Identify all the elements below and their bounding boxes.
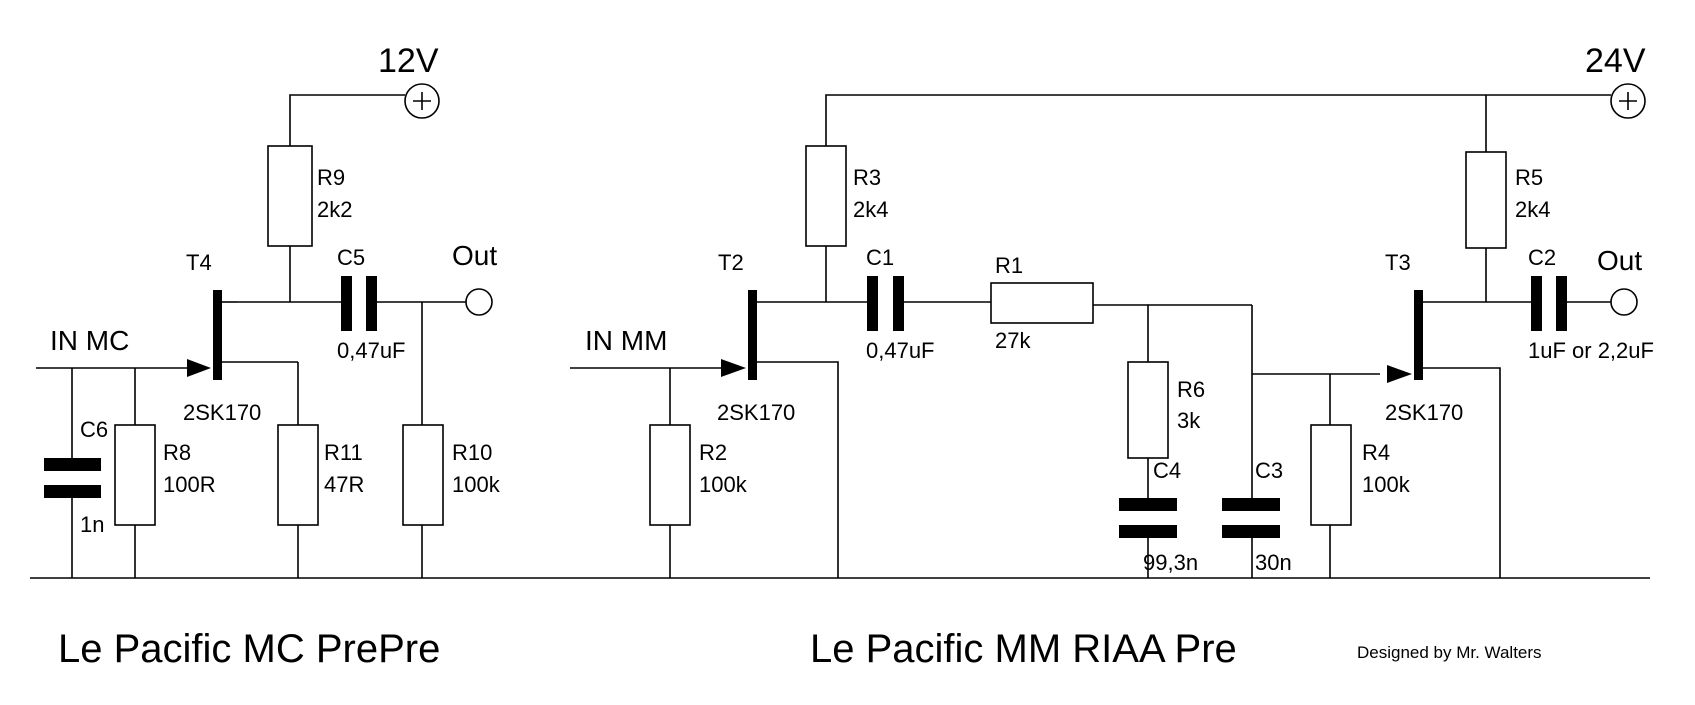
r5-value: 2k4 xyxy=(1515,197,1550,222)
mc-output-label: Out xyxy=(452,240,497,271)
r2-value: 100k xyxy=(699,472,748,497)
r11-value: 47R xyxy=(324,472,364,497)
r3-value: 2k4 xyxy=(853,197,888,222)
c1-ref: C1 xyxy=(866,245,894,270)
t2-transistor xyxy=(570,290,839,578)
mc-input-label: IN MC xyxy=(50,325,129,356)
r2-ref: R2 xyxy=(699,440,727,465)
mm-title: Le Pacific MM RIAA Pre xyxy=(810,627,1237,671)
r10-value: 100k xyxy=(452,472,501,497)
c2-capacitor xyxy=(1531,276,1567,331)
c6-value: 1n xyxy=(80,512,104,537)
mm-supply-wire xyxy=(825,94,1611,146)
r9-resistor xyxy=(267,145,313,247)
t3-transistor xyxy=(1387,290,1501,578)
r2-resistor xyxy=(649,424,691,526)
c1-value: 0,47uF xyxy=(866,338,935,363)
designer-credit: Designed by Mr. Walters xyxy=(1357,643,1542,662)
r6-value: 3k xyxy=(1177,408,1201,433)
r4-resistor xyxy=(1310,424,1352,526)
mc-title: Le Pacific MC PrePre xyxy=(58,627,440,671)
mc-supply-wire xyxy=(289,94,405,146)
r10-ref: R10 xyxy=(452,440,492,465)
r6-ref: R6 xyxy=(1177,377,1205,402)
t4-transistor xyxy=(36,290,298,380)
c2-ref: C2 xyxy=(1528,245,1556,270)
mm-supply-label: 24V xyxy=(1585,42,1646,80)
r3-resistor xyxy=(805,145,847,247)
c3-ref: C3 xyxy=(1255,458,1283,483)
r11-ref: R11 xyxy=(324,440,363,465)
r4-value: 100k xyxy=(1362,472,1411,497)
c6-capacitor xyxy=(44,458,101,498)
t2-part: 2SK170 xyxy=(717,400,795,425)
c6-ref: C6 xyxy=(80,417,108,442)
r4-ref: R4 xyxy=(1362,440,1390,465)
mc-supply-terminal xyxy=(404,83,440,119)
c5-ref: C5 xyxy=(337,245,365,270)
c4-value: 99,3n xyxy=(1143,550,1198,575)
r8-resistor xyxy=(114,424,156,526)
c1-capacitor xyxy=(867,276,904,331)
r8-value: 100R xyxy=(163,472,216,497)
r9-ref: R9 xyxy=(317,165,345,190)
mm-output-label: Out xyxy=(1597,245,1642,276)
c3-capacitor xyxy=(1222,498,1280,538)
t2-ref: T2 xyxy=(718,250,744,275)
r9-value: 2k2 xyxy=(317,197,352,222)
c2-value: 1uF or 2,2uF xyxy=(1528,338,1654,363)
t4-part: 2SK170 xyxy=(183,400,261,425)
c3-value: 30n xyxy=(1255,550,1292,575)
mm-input-label: IN MM xyxy=(585,325,667,356)
r1-ref: R1 xyxy=(995,253,1023,278)
r1-value: 27k xyxy=(995,328,1031,353)
mc-supply-label: 12V xyxy=(378,42,439,80)
r5-ref: R5 xyxy=(1515,165,1543,190)
r1-resistor xyxy=(990,282,1094,324)
t3-part: 2SK170 xyxy=(1385,400,1463,425)
mc-output-terminal xyxy=(465,288,493,316)
t3-ref: T3 xyxy=(1385,250,1411,275)
c4-ref: C4 xyxy=(1153,458,1181,483)
r10-resistor xyxy=(402,424,444,526)
r6-resistor xyxy=(1127,361,1169,459)
r11-resistor xyxy=(277,424,319,526)
c4-capacitor xyxy=(1119,498,1177,538)
t4-ref: T4 xyxy=(186,250,212,275)
c5-value: 0,47uF xyxy=(337,338,406,363)
c5-capacitor xyxy=(341,276,377,331)
r3-ref: R3 xyxy=(853,165,881,190)
mm-output-terminal xyxy=(1610,288,1638,316)
mm-supply-terminal xyxy=(1610,83,1646,119)
r5-resistor xyxy=(1465,151,1507,249)
r8-ref: R8 xyxy=(163,440,191,465)
